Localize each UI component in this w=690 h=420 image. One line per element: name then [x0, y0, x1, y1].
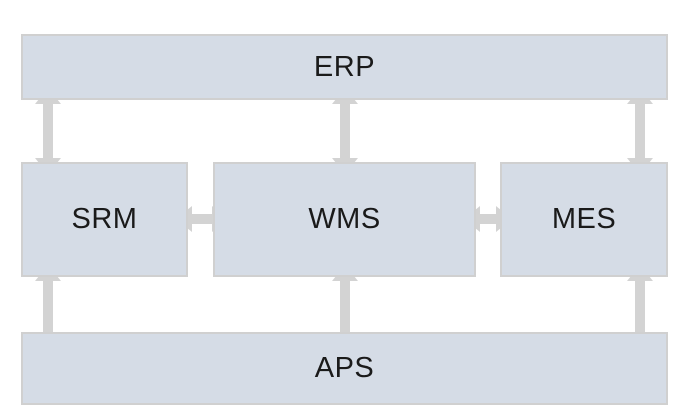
arrow-double-vertical — [35, 265, 61, 351]
node-mes-label: MES — [551, 203, 617, 235]
connector-erp-wms — [325, 86, 365, 176]
node-srm[interactable]: SRM — [21, 162, 188, 277]
node-aps[interactable]: APS — [21, 332, 668, 405]
connector-erp-mes — [620, 86, 660, 176]
connector-wms-aps — [325, 263, 365, 353]
connector-mes-aps — [620, 263, 660, 353]
node-wms-label: WMS — [308, 203, 381, 235]
arrow-double-vertical — [332, 88, 358, 174]
connector-srm-aps — [28, 263, 68, 353]
node-wms[interactable]: WMS — [213, 162, 476, 277]
node-mes[interactable]: MES — [500, 162, 668, 277]
node-srm-label: SRM — [71, 203, 138, 235]
arrow-double-vertical — [627, 88, 653, 174]
arrow-double-vertical — [627, 265, 653, 351]
node-aps-label: APS — [314, 352, 375, 384]
connector-erp-srm — [28, 86, 68, 176]
arrow-double-vertical — [332, 265, 358, 351]
node-erp-label: ERP — [313, 50, 376, 83]
node-erp[interactable]: ERP — [21, 34, 668, 100]
arrow-double-vertical — [35, 88, 61, 174]
